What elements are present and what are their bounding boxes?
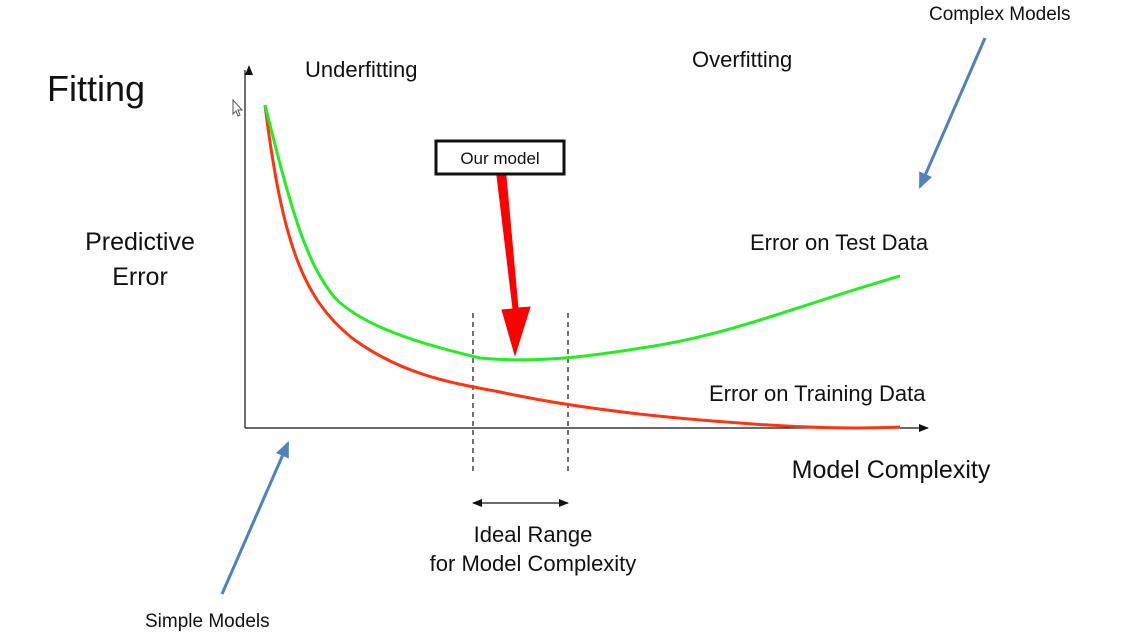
- simple-models-arrow: [220, 441, 290, 595]
- slide-title: Fitting: [47, 68, 145, 109]
- training-error-curve: [263, 104, 901, 430]
- our-model-box: [434, 139, 566, 176]
- x-axis-label: Model Complexity: [792, 456, 991, 484]
- ideal-range-label-line2: for Model Complexity: [430, 551, 637, 576]
- y-axis-label-line2: Error: [112, 263, 168, 291]
- test-curve-label: Error on Test Data: [750, 230, 929, 255]
- simple-models-label: Simple Models: [145, 611, 270, 632]
- underfitting-label: Underfitting: [305, 57, 418, 82]
- test-error-curve: [263, 104, 901, 362]
- complex-models-label: Complex Models: [929, 4, 1071, 25]
- ideal-range-label-line1: Ideal Range: [474, 522, 593, 547]
- mouse-pointer-icon: [232, 98, 244, 117]
- training-curve-label: Error on Training Data: [709, 381, 926, 406]
- our-model-label: Our model: [460, 149, 539, 168]
- y-axis-label-line1: Predictive: [85, 228, 195, 256]
- our-model-arrow: [496, 175, 531, 357]
- complex-models-arrow: [918, 37, 987, 189]
- overfitting-label: Overfitting: [692, 47, 792, 72]
